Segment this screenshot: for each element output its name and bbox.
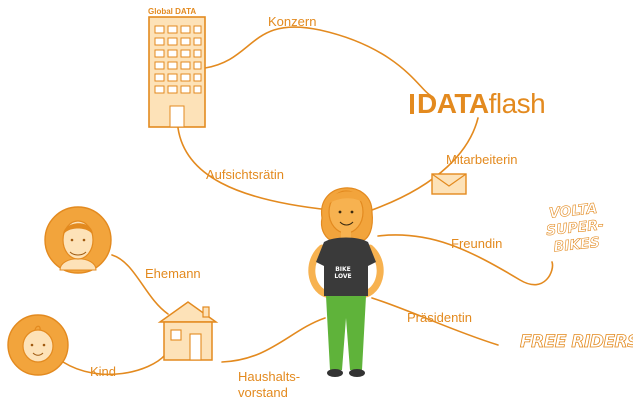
line-praesidentin: [371, 297, 499, 346]
line-ehemann: [111, 254, 169, 315]
label-kind: Kind: [90, 364, 117, 379]
line-aufsichtsraetin: [177, 127, 331, 211]
label-haushaltsvorstand-line-2: vorstand: [238, 385, 288, 400]
shirt-print-line-2: LOVE: [334, 273, 352, 280]
child-avatar-icon: [7, 314, 69, 376]
house-icon: [157, 301, 219, 361]
label-praesidentin: Präsidentin: [407, 310, 473, 325]
dataflash-bar: [410, 94, 414, 114]
free-riders-logo: FREE RIDERS: [520, 332, 633, 353]
label-konzern: Konzern: [268, 14, 317, 29]
shirt-print: BIKE LOVE: [333, 266, 353, 280]
line-konzern: [204, 26, 431, 96]
label-haushaltsvorstand-line-1: Haushalts-: [238, 369, 301, 384]
man-avatar-icon: [44, 206, 112, 274]
volta-superbikes-logo: VOLTA SUPER- BIKES: [536, 199, 619, 258]
woman-figure-icon: [308, 187, 384, 377]
label-mitarbeiterin: Mitarbeiterin: [446, 152, 518, 167]
envelope-icon: [431, 173, 467, 195]
label-aufsichtsraetin: Aufsichtsrätin: [206, 167, 285, 182]
line-mitarbeiterin: [371, 117, 479, 211]
label-freundin: Freundin: [451, 236, 503, 251]
dataflash-logo-part-b: flash: [488, 88, 546, 119]
line-kind: [62, 354, 166, 376]
office-building-icon: [148, 16, 206, 128]
global-data-logo: Global DATA: [148, 7, 197, 16]
line-haushaltsvorstand: [221, 317, 326, 363]
dataflash-logo: DATAflash: [410, 88, 546, 119]
dataflash-logo-part-a: DATA: [417, 88, 489, 119]
label-ehemann: Ehemann: [145, 266, 201, 281]
line-freundin: [377, 234, 554, 286]
shirt-print-line-1: BIKE: [335, 266, 351, 273]
connection-lines: [62, 26, 554, 376]
